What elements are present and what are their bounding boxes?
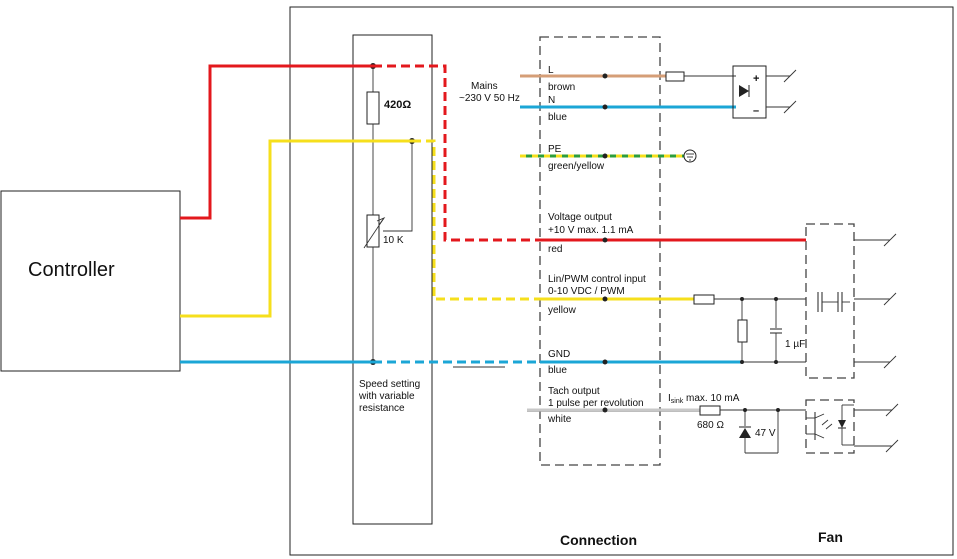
wire-L-name: L — [548, 65, 554, 76]
voltage-output-line2: +10 V max. 1.1 mA — [548, 225, 634, 236]
resistor-420-label: 420Ω — [384, 99, 411, 111]
gnd-name: GND — [548, 349, 570, 360]
optocoupler — [805, 399, 855, 454]
zener-diode — [739, 428, 751, 438]
wire-PE-name: PE — [548, 144, 562, 155]
outer-frame — [289, 6, 954, 556]
mains-voltage: ~230 V 50 Hz — [459, 93, 520, 104]
resistor-420 — [366, 91, 380, 125]
resistor-control — [693, 294, 715, 305]
mains-label: Mains — [471, 81, 498, 92]
speed-caption-1: Speed setting — [359, 379, 420, 390]
voltage-output-color: red — [548, 244, 562, 255]
wire-N-name: N — [548, 95, 555, 106]
connection-box — [539, 36, 661, 466]
potentiometer — [366, 214, 380, 248]
resistor-680 — [699, 405, 721, 416]
wire-red-dashed — [373, 64, 540, 242]
wire-L-color: brown — [548, 82, 575, 93]
wire-yellow-controller — [180, 139, 412, 318]
control-input-line1: Lin/PWM control input — [548, 274, 646, 285]
fuse — [665, 71, 685, 82]
fan-box — [805, 223, 855, 379]
gnd-color: blue — [548, 365, 567, 376]
wire-red-controller — [180, 64, 373, 220]
zener-label: 47 V — [755, 428, 776, 439]
wire-PE-color: green/yellow — [548, 161, 605, 172]
wire-yellow-dashed — [412, 139, 540, 301]
control-input-line2: 0-10 VDC / PWM — [548, 286, 625, 297]
voltage-output-line1: Voltage output — [548, 212, 612, 223]
control-input-color: yellow — [548, 305, 577, 316]
section-fan: Fan — [818, 529, 843, 545]
tach-line1: Tach output — [548, 386, 600, 397]
isolation-block — [817, 292, 850, 312]
tach-color: white — [547, 414, 572, 425]
controller-block: Controller — [0, 190, 181, 372]
controller-label: Controller — [28, 259, 115, 281]
svg-text:–: – — [753, 105, 759, 117]
speed-setting-block: 420Ω 10 K Speed setting with variable re… — [352, 34, 433, 525]
section-connection: Connection — [560, 532, 637, 548]
tach-line2: 1 pulse per revolution — [548, 398, 644, 409]
speed-caption-2: with variable — [358, 391, 415, 402]
rectifier-block: + – — [732, 65, 797, 119]
pot-label: 10 K — [383, 235, 404, 246]
resistor-pulldown — [737, 319, 748, 343]
svg-text:+: + — [753, 73, 759, 85]
ground-icon — [683, 149, 697, 163]
speed-caption-3: resistance — [359, 403, 405, 414]
capacitor-label: 1 µF — [785, 339, 805, 350]
isink-label: Isink max. 10 mA — [668, 393, 740, 405]
resistor-680-label: 680 Ω — [697, 420, 724, 431]
wire-N-color: blue — [548, 112, 567, 123]
